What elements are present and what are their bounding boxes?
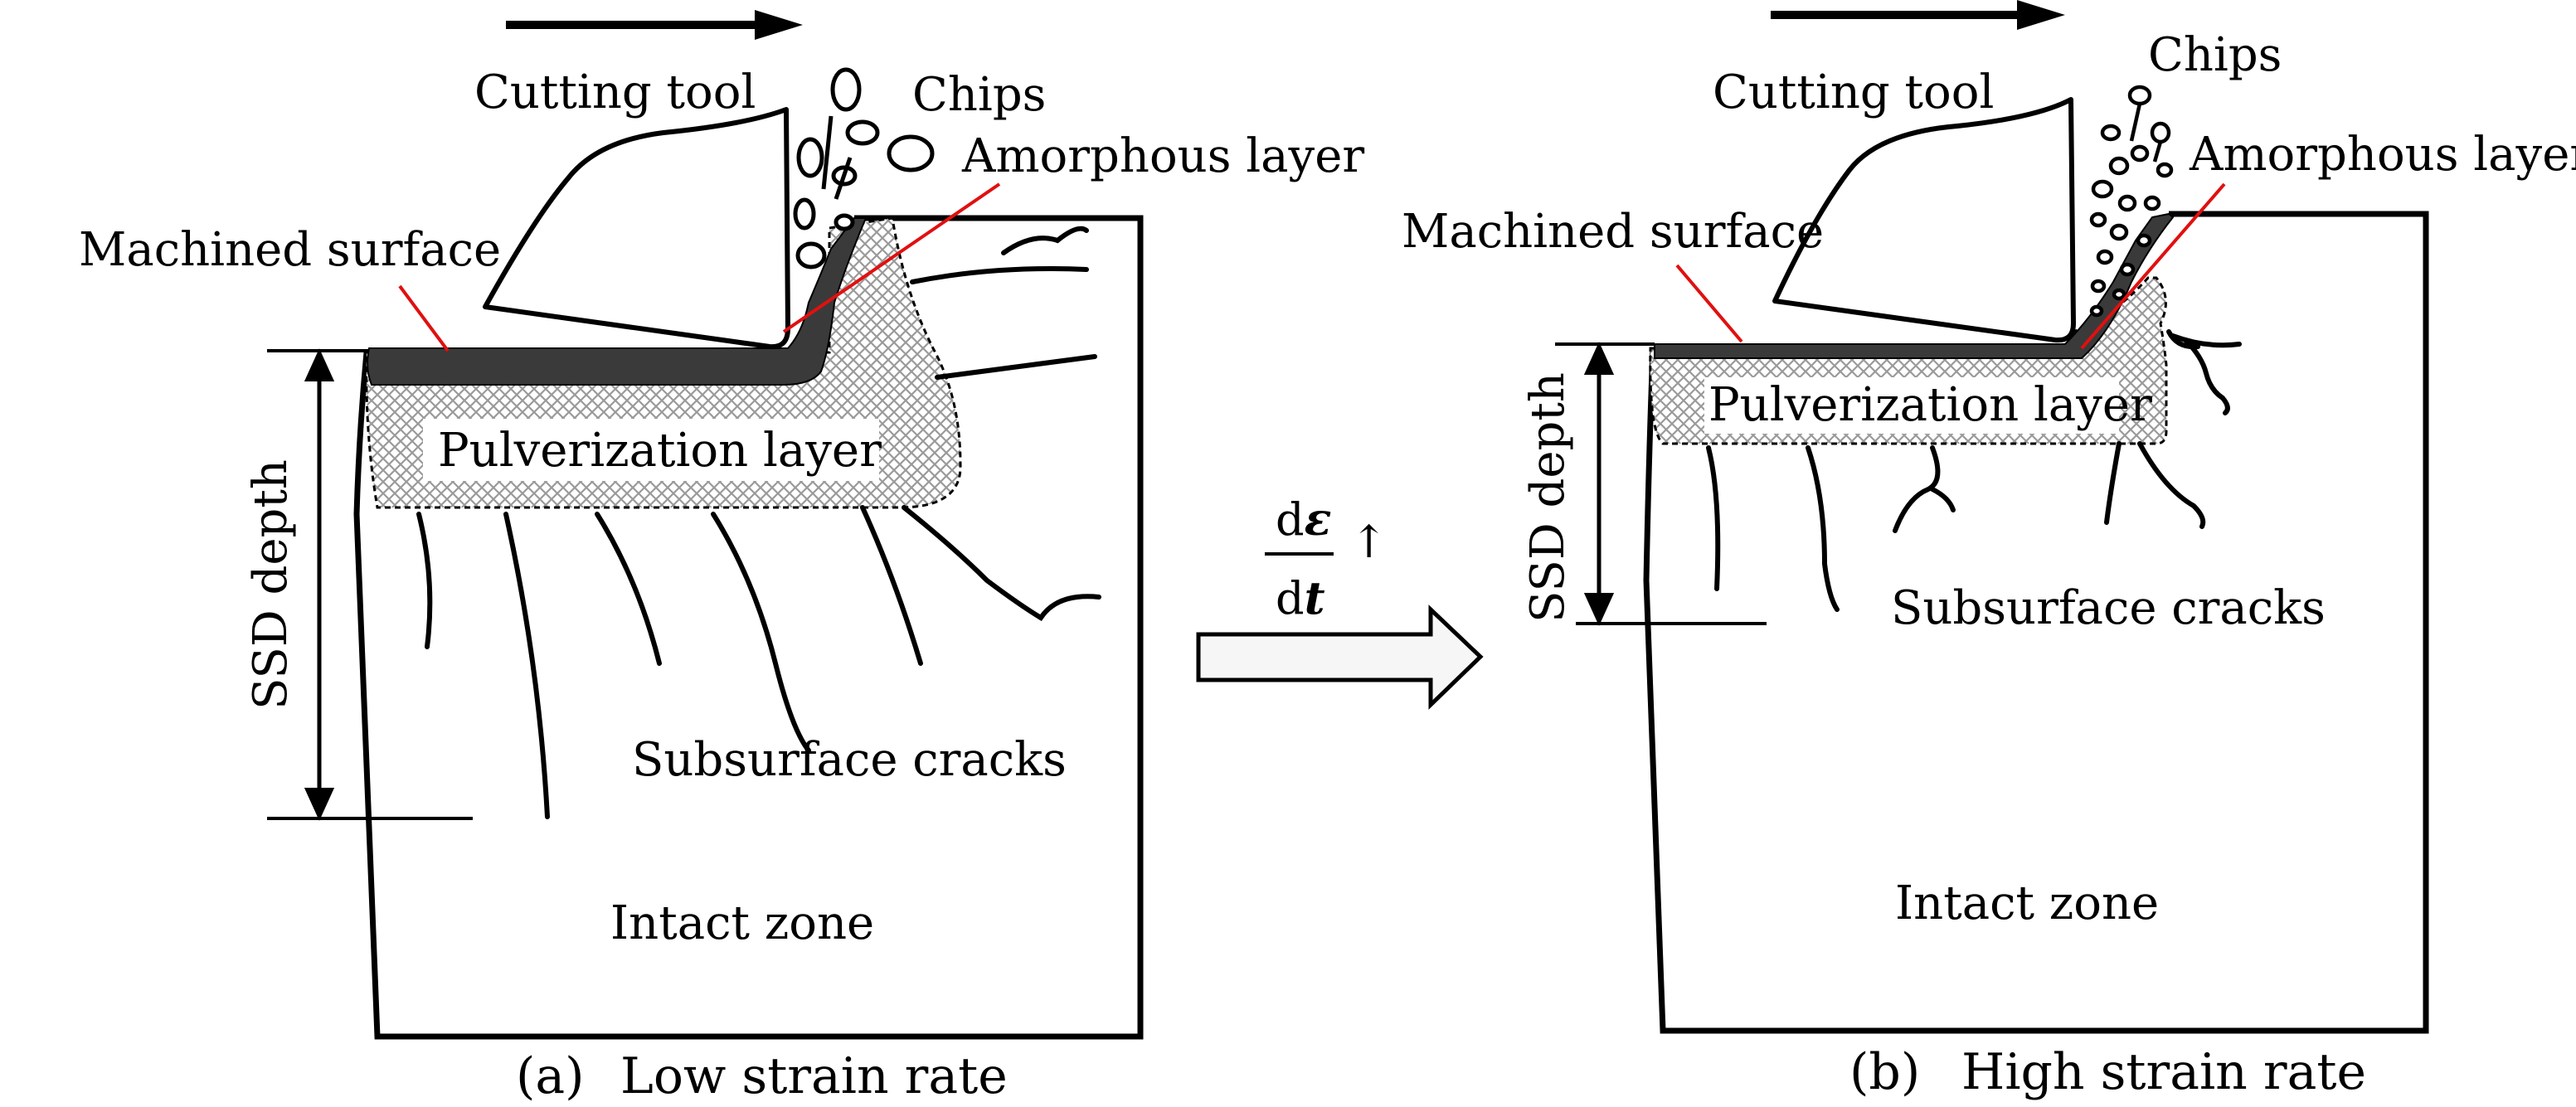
- cutting-tool-shape: [483, 107, 790, 350]
- pulverization-layer-label: Pulverization layer: [1708, 378, 2152, 432]
- chips-label: Chips: [2148, 28, 2282, 82]
- workpiece-outline: [353, 215, 1144, 1040]
- feed-direction-arrow: [1771, 0, 2065, 30]
- ssd-depth-dimension: [267, 348, 473, 821]
- cutting-tool-label: Cutting tool: [1713, 66, 1994, 119]
- amorphous-layer-leader: [2080, 182, 2226, 350]
- machined-surface-leader: [1675, 264, 1743, 343]
- ssd-depth-dimension: [1555, 342, 1767, 626]
- subsurface-cracks-label: Subsurface cracks: [632, 733, 1067, 787]
- caption-letter: (a): [516, 1047, 585, 1105]
- denominator: dt: [1276, 571, 1325, 624]
- ssd-depth-label: SSD depth: [1521, 372, 1575, 623]
- intact-zone-label: Intact zone: [610, 896, 874, 950]
- amorphous-layer-label: Amorphous layer: [2189, 128, 2576, 182]
- transition-arrow: [1196, 604, 1484, 710]
- chips-label: Chips: [912, 68, 1046, 122]
- caption-text: Low strain rate: [620, 1047, 1008, 1105]
- subsurface-cracks-lines: [416, 226, 1101, 819]
- panel-b: Cutting tool Chips Amorphous layer Machi…: [1402, 0, 2576, 1101]
- pulverization-layer-label: Pulverization layer: [438, 424, 882, 478]
- ssd-depth-label: SSD depth: [244, 459, 298, 710]
- pulverization-label-bg: [1704, 377, 2119, 434]
- increase-up-arrow: ↑: [1350, 516, 1388, 568]
- panel-a: Cutting tool Chips Amorphous layer Machi…: [79, 10, 1364, 1105]
- strain-rate-transition: dε dt ↑: [1196, 493, 1484, 710]
- machined-surface-leader: [398, 284, 450, 352]
- chips-shapes: [2089, 85, 2174, 318]
- subsurface-cracks-label: Subsurface cracks: [1891, 581, 2326, 635]
- amorphous-layer-leader: [782, 182, 1001, 333]
- feed-direction-arrow: [506, 10, 803, 40]
- chips-shapes: [793, 67, 935, 269]
- cutting-tool-shape: [1772, 97, 2076, 343]
- numerator: dε: [1276, 493, 1331, 546]
- caption-text: High strain rate: [1961, 1043, 2366, 1101]
- machined-surface-label: Machined surface: [79, 223, 501, 277]
- intact-zone-label: Intact zone: [1895, 876, 2159, 930]
- machined-surface-label: Machined surface: [1402, 205, 1824, 259]
- amorphous-layer-label: Amorphous layer: [961, 129, 1364, 183]
- cutting-tool-label: Cutting tool: [474, 66, 756, 119]
- caption-letter: (b): [1849, 1043, 1920, 1101]
- pulverization-label-bg: [423, 419, 879, 481]
- subsurface-cracks-lines: [1706, 329, 2242, 612]
